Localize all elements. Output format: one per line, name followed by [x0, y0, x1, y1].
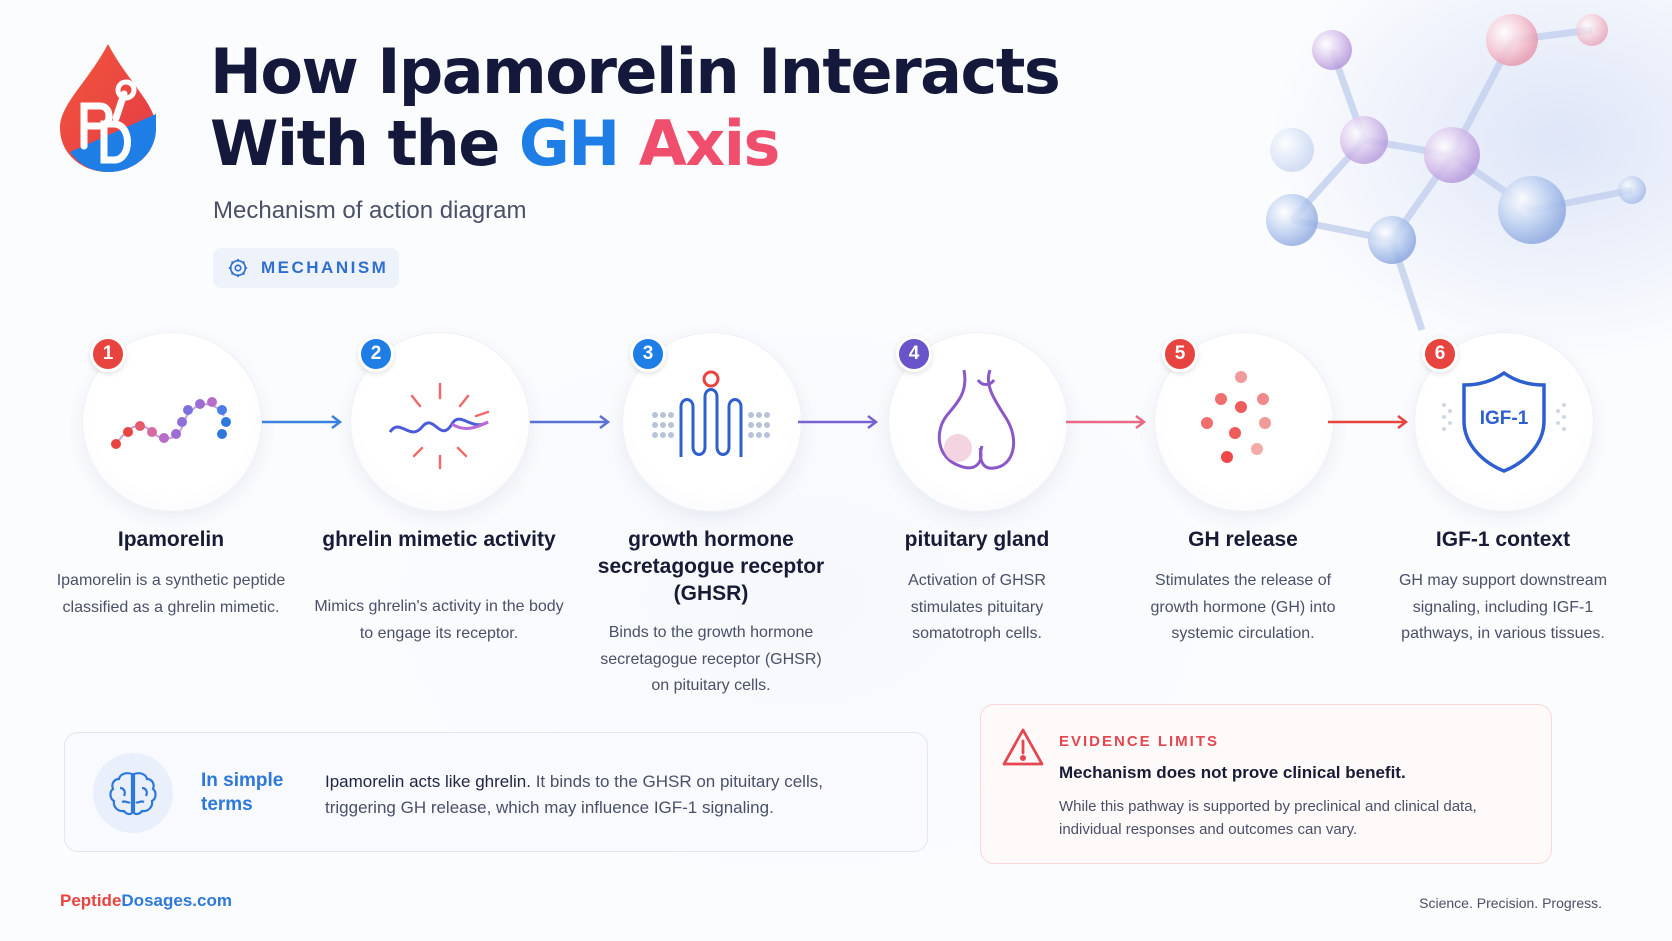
page-subtitle: Mechanism of action diagram: [213, 197, 527, 224]
evidence-limits-panel: EVIDENCE LIMITS Mechanism does not prove…: [980, 704, 1552, 864]
simple-terms-text: Ipamorelin acts like ghrelin. It binds t…: [325, 769, 885, 821]
simple-terms-strong: Ipamorelin acts like ghrelin.: [325, 772, 531, 791]
igf-shield-icon: [1442, 370, 1566, 473]
step-6-description: GH may support downstream signaling, inc…: [1398, 572, 1608, 642]
brain-icon-wrapper: [93, 753, 173, 833]
title-gh: GH: [518, 107, 620, 180]
evidence-title: EVIDENCE LIMITS: [1059, 733, 1220, 750]
step-1-badge: 1: [90, 336, 126, 372]
molecule-decoration: [1266, 14, 1646, 332]
step-5-description: Stimulates the release of growth hormone…: [1150, 572, 1336, 642]
title-line-2: With the GH Axis: [210, 108, 1059, 180]
brand-part-2: Dosages.com: [121, 891, 232, 910]
evidence-subtitle: Mechanism does not prove clinical benefi…: [1059, 763, 1406, 782]
arrow-1-2: [262, 415, 343, 429]
footer-tagline: Science. Precision. Progress.: [1419, 895, 1602, 911]
step-3-description: Binds to the growth hormone secretagogue…: [600, 624, 822, 694]
arrow-3-4: [798, 415, 879, 429]
title-line-1: How Ipamorelin Interacts: [210, 35, 1061, 108]
arrow-2-3: [530, 415, 611, 429]
step-4-title: pituitary gland: [904, 528, 1050, 551]
step-3-badge: 3: [630, 336, 666, 372]
peptide-dosages-logo: [60, 44, 156, 172]
arrow-5-6: [1328, 415, 1409, 429]
gear-brain-icon: [228, 258, 248, 278]
arrow-4-5: [1066, 415, 1147, 429]
mechanism-chip: MECHANISM: [213, 248, 399, 288]
chip-label: MECHANISM: [261, 258, 389, 277]
simple-terms-panel: In simple terms Ipamorelin acts like ghr…: [64, 732, 928, 852]
step-2-description: Mimics ghrelin's activity in the body to…: [314, 598, 564, 642]
receptor-icon: [652, 370, 770, 457]
warning-icon: [1002, 728, 1044, 766]
step-4-badge: 4: [896, 336, 932, 372]
simple-terms-rest: It binds to the GHSR on pituitary cells,…: [325, 772, 823, 817]
pituitary-icon: [937, 369, 1016, 470]
footer-brand[interactable]: PeptideDosages.com: [60, 891, 232, 911]
step-5-title: GH release: [1188, 528, 1298, 551]
brand-part-1: Peptide: [60, 891, 122, 910]
step-1-description: Ipamorelin is a synthetic peptide classi…: [56, 572, 286, 616]
step-6-badge: 6: [1422, 336, 1458, 372]
igf-shield-label: IGF-1: [1479, 408, 1529, 429]
step-2-title: ghrelin mimetic activity: [322, 528, 556, 551]
step-4-description: Activation of GHSR stimulates pituitary …: [908, 572, 1046, 642]
evidence-text: While this pathway is supported by precl…: [1059, 798, 1477, 838]
gh-particles-icon: [1201, 371, 1271, 463]
ghrelin-wave-icon: [388, 382, 490, 470]
title-prefix: With the: [210, 107, 519, 180]
page-title: How Ipamorelin Interacts With the GH Axi…: [210, 35, 1061, 180]
brain-icon: [109, 772, 157, 816]
title-axis: Axis: [638, 107, 781, 180]
step-5-badge: 5: [1162, 336, 1198, 372]
step-1-title: Ipamorelin: [117, 528, 225, 551]
simple-terms-label: In simple terms: [201, 770, 284, 815]
step-6-title: IGF-1 context: [1435, 528, 1571, 551]
peptide-chain-icon: [111, 397, 231, 449]
step-2-badge: 2: [358, 336, 394, 372]
step-3-title: growth hormone secretagogue receptor (GH…: [597, 528, 825, 605]
